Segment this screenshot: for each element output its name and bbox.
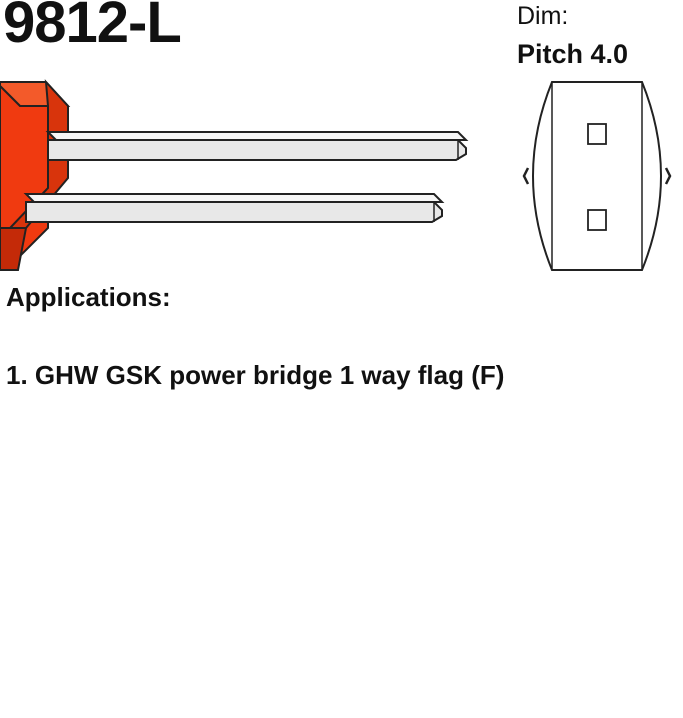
upper-pin-body — [47, 139, 467, 161]
upper-pin-cavity — [587, 123, 607, 145]
applications-list: 1. GHW GSK power bridge 1 way flag (F) — [6, 357, 606, 393]
dimension-label: Dim: — [517, 2, 569, 30]
part-number-title: 9812-L — [3, 0, 182, 55]
applications-heading: Applications: — [6, 282, 171, 312]
application-item: 1. GHW GSK power bridge 1 way flag (F) — [6, 360, 505, 390]
dimension-value: Pitch 4.0 — [517, 39, 629, 69]
connector-side-view-icon — [0, 79, 469, 271]
lower-pin-top — [23, 193, 445, 203]
upper-pin-top — [45, 131, 469, 141]
housing-bottom-face — [0, 227, 28, 271]
lower-pin-body — [25, 201, 443, 223]
connector-end-view-icon — [522, 81, 672, 271]
lower-pin-cavity — [587, 209, 607, 231]
